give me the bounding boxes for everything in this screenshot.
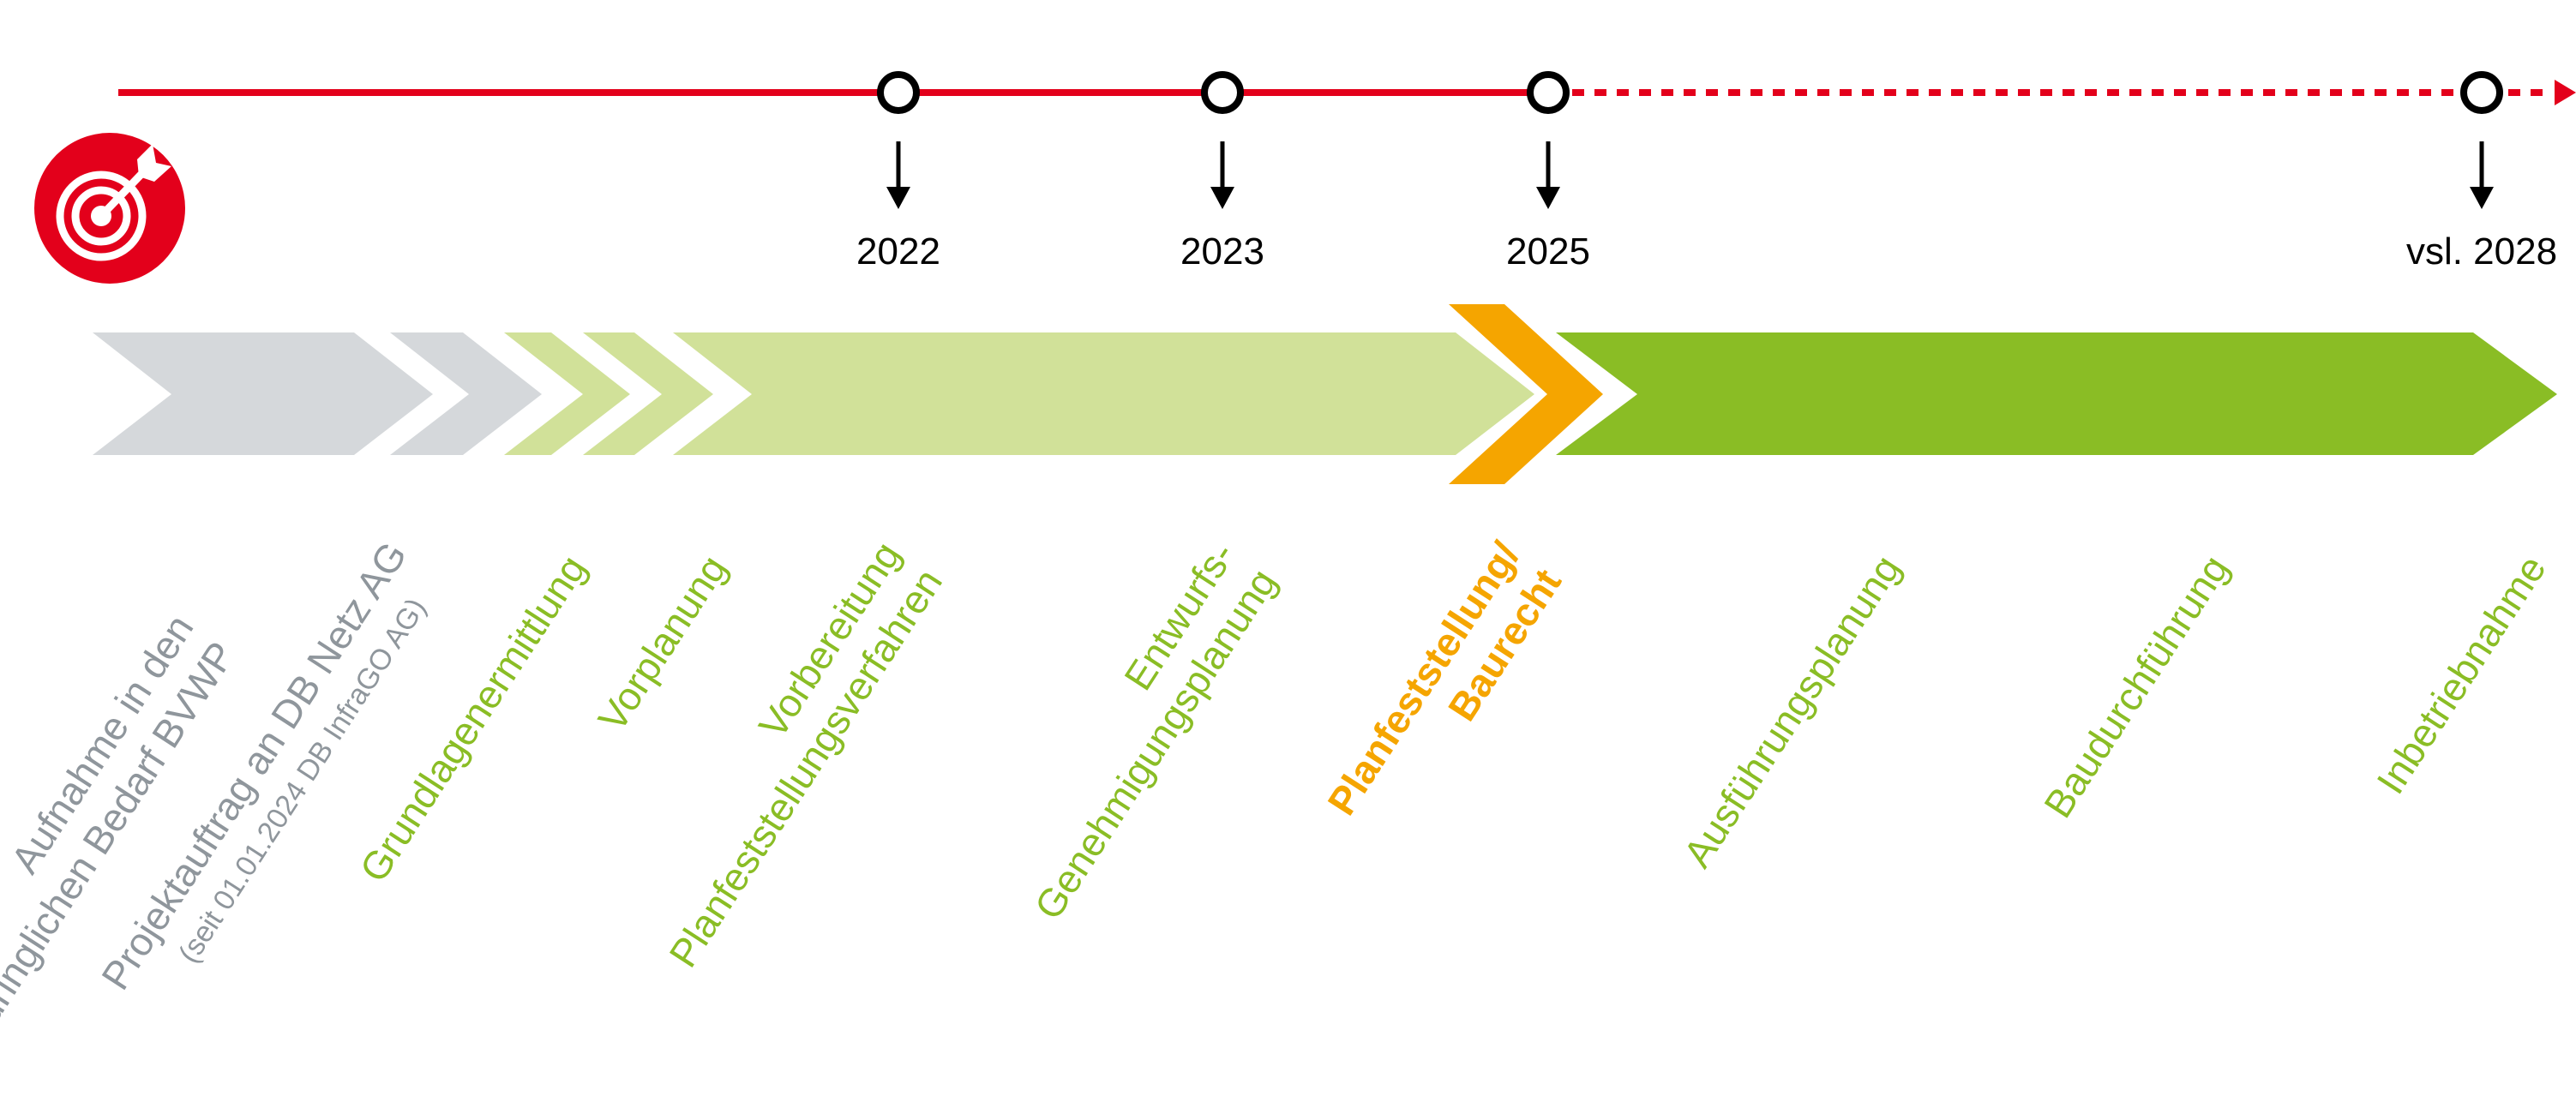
phase-label: Planfeststellung/Baurecht (1318, 534, 1570, 823)
chevron-projektauftrag (390, 332, 542, 455)
timeline-arrow-head (2555, 80, 2576, 105)
phase-chevron-band (93, 304, 2557, 484)
milestone-year: 2022 (856, 231, 940, 273)
phase-label-line: Inbetriebnahme (2368, 548, 2555, 801)
phase-label: Inbetriebnahme (2368, 548, 2555, 801)
milestone-arrow-head (1210, 187, 1234, 209)
chevron-aufnahme (93, 332, 433, 455)
milestone-arrow-head (1536, 187, 1560, 209)
milestone-marker (1201, 71, 1244, 114)
phase-label-line: Vorplanung (589, 548, 735, 740)
milestone-arrow-head (886, 187, 910, 209)
phase-label: Baudurchführung (2035, 548, 2237, 825)
milestone-arrow-head (2470, 187, 2494, 209)
milestone: 2022 (856, 71, 940, 273)
milestone-marker (877, 71, 920, 114)
milestone-marker (1527, 71, 1570, 114)
phase-label: Vorplanung (589, 548, 735, 740)
milestone-year: vsl. 2028 (2406, 231, 2557, 273)
chevron-grundlagenermittlung (504, 332, 630, 455)
phase-label: Ausführungsplanung (1674, 548, 1908, 875)
phase-label-line: Baudurchführung (2035, 548, 2237, 825)
chevron-ausfuehrung (1556, 332, 2557, 455)
milestone: 2025 (1506, 71, 1590, 273)
chevron-vorplanung (583, 332, 713, 455)
milestone-year: 2023 (1180, 231, 1264, 273)
milestone: vsl. 2028 (2406, 71, 2557, 273)
chevron-planfeststellung (1449, 304, 1603, 484)
target-dart-icon (34, 133, 185, 284)
phase-label-line: Planfeststellungsverfahren (660, 561, 951, 975)
milestone-marker (2460, 71, 2503, 114)
milestone-year: 2025 (1506, 231, 1590, 273)
chevron-vorbereitung (673, 332, 1534, 455)
phase-label: Entwurfs-Genehmigungsplanung (1025, 534, 1285, 927)
milestones: 2022 2023 2025 vsl. 2028 (856, 71, 2557, 273)
milestone: 2023 (1180, 71, 1264, 273)
phase-label-line: Ausführungsplanung (1674, 548, 1908, 875)
